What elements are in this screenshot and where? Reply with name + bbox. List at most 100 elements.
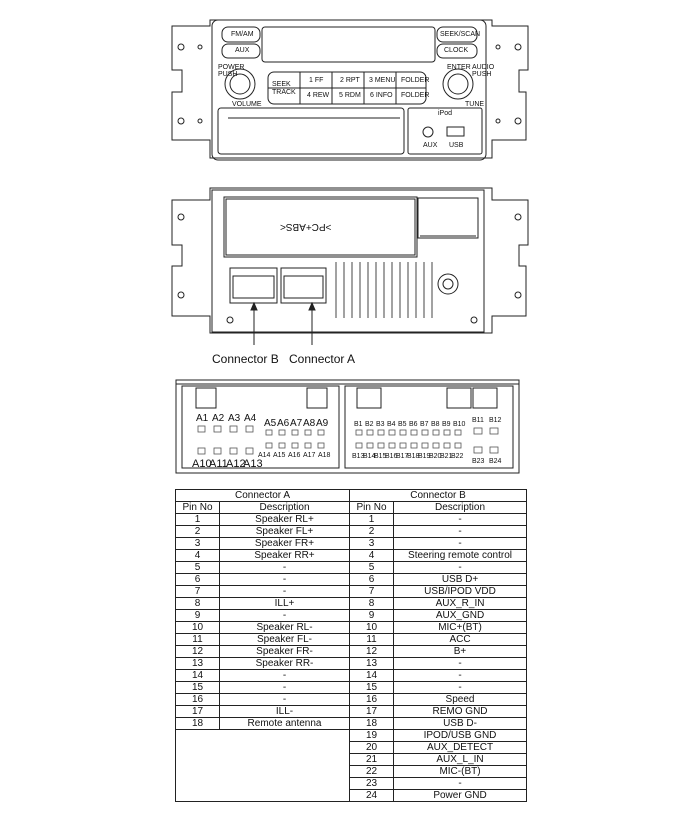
pin-label: B24 bbox=[489, 458, 502, 465]
connector-b-pin-no: 24 bbox=[349, 789, 395, 802]
description-header: Description bbox=[218, 501, 351, 514]
aux-button[interactable]: AUX bbox=[235, 47, 250, 54]
connector-b-housing bbox=[229, 267, 278, 304]
connector-a-pin-no: 10 bbox=[175, 621, 220, 634]
connector-a-pin-no: 4 bbox=[175, 549, 220, 562]
pin-label: B16 bbox=[385, 453, 398, 460]
pin-label: A15 bbox=[273, 452, 286, 459]
clock-button[interactable]: CLOCK bbox=[444, 47, 469, 54]
connector-a-pin-no: 12 bbox=[175, 645, 220, 658]
pin-label: B11 bbox=[472, 417, 484, 424]
connector-a-pin-no: 6 bbox=[175, 573, 220, 586]
preset-1-button[interactable]: 1 FF bbox=[309, 77, 324, 84]
connector-a-description: - bbox=[218, 609, 351, 622]
preset-2-button[interactable]: 2 RPT bbox=[340, 77, 360, 84]
seek-scan-button[interactable]: SEEK/SCAN bbox=[440, 31, 481, 38]
pin-label: B8 bbox=[431, 421, 440, 428]
pin-no-header: Pin No bbox=[349, 501, 395, 514]
fm-am-button[interactable]: FM/AM bbox=[231, 31, 254, 38]
pin-label: B6 bbox=[409, 421, 418, 428]
connector-b-pin-no: 11 bbox=[349, 633, 395, 646]
pin-label: B14 bbox=[363, 453, 376, 460]
connector-a-pin-no: 16 bbox=[175, 693, 220, 706]
connector-a-description: Speaker RL+ bbox=[218, 513, 351, 526]
pin-label: A3 bbox=[228, 413, 241, 424]
connector-a-pin-no: 14 bbox=[175, 669, 220, 682]
pin-label: B12 bbox=[489, 417, 502, 424]
connector-b-pin-no: 8 bbox=[349, 597, 395, 610]
tune-knob bbox=[442, 68, 474, 100]
preset-6-button[interactable]: 6 INFO bbox=[370, 92, 393, 99]
connector-b-pin-no: 12 bbox=[349, 645, 395, 658]
antenna-socket bbox=[437, 273, 459, 295]
folder-up-button[interactable]: FOLDER bbox=[401, 77, 430, 84]
connector-b-description: - bbox=[393, 525, 528, 538]
connector-b-pin-no: 7 bbox=[349, 585, 395, 598]
connector-a-description: Speaker FR+ bbox=[218, 537, 351, 550]
back-bracket bbox=[171, 187, 529, 334]
pin-label: B15 bbox=[374, 453, 387, 460]
pin-label: B9 bbox=[442, 421, 451, 428]
pin-label: A14 bbox=[258, 452, 271, 459]
connector-b-description: AUX_L_IN bbox=[393, 753, 528, 766]
connector-b-description: - bbox=[393, 777, 528, 790]
tune-label: TUNE bbox=[465, 101, 485, 108]
connector-a-description: Speaker FL+ bbox=[218, 525, 351, 538]
pin-label: A12 bbox=[226, 458, 246, 470]
front-bracket bbox=[171, 19, 529, 159]
pin-label: A18 bbox=[318, 452, 331, 459]
pin-label: A1 bbox=[196, 413, 209, 424]
connector-a-description: - bbox=[218, 585, 351, 598]
connector-b-description: AUX_DETECT bbox=[393, 741, 528, 754]
pin-no-header: Pin No bbox=[175, 501, 220, 514]
table-row: 14-14- bbox=[175, 669, 528, 682]
pin-label: B21 bbox=[440, 453, 453, 460]
connector-b-pin-no: 17 bbox=[349, 705, 395, 718]
connector-b-pin-no: 19 bbox=[349, 729, 395, 742]
connector-a-description: Remote antenna bbox=[218, 717, 351, 730]
pin-label: B17 bbox=[396, 453, 409, 460]
preset-3-button[interactable]: 3 MENU bbox=[369, 77, 396, 84]
connector-b-description: Steering remote control bbox=[393, 549, 528, 562]
pin-label: B19 bbox=[418, 453, 431, 460]
connector-a-description: Speaker RR- bbox=[218, 657, 351, 670]
pin-label: A8 bbox=[303, 418, 316, 429]
connector-b-pin-no: 15 bbox=[349, 681, 395, 694]
connector-b-description: AUX_R_IN bbox=[393, 597, 528, 610]
connector-b-pin-no: 6 bbox=[349, 573, 395, 586]
connector-a-description: Speaker RL- bbox=[218, 621, 351, 634]
connector-a-header: Connector A bbox=[174, 489, 351, 502]
aux-jack-drawing bbox=[422, 126, 434, 138]
connector-b-pin-no: 2 bbox=[349, 525, 395, 538]
connector-b-header: Connector B bbox=[349, 489, 528, 502]
connector-b-pin-no: 3 bbox=[349, 537, 395, 550]
preset-4-button[interactable]: 4 REW bbox=[307, 92, 330, 99]
ipod-label: iPod bbox=[438, 110, 453, 117]
back-panel-marking: >PC+ABS< bbox=[280, 221, 332, 232]
seek-track-button[interactable]: SEEK TRACK bbox=[272, 81, 296, 96]
table-subheader-row: Pin No Description Pin No Description bbox=[175, 501, 528, 514]
connector-b-description: - bbox=[393, 681, 528, 694]
folder-down-button[interactable]: FOLDER bbox=[401, 92, 430, 99]
connector-b-pin-no: 18 bbox=[349, 717, 395, 730]
pin-label: B20 bbox=[429, 453, 442, 460]
connector-b-description: Power GND bbox=[393, 789, 528, 802]
empty-cell bbox=[174, 729, 351, 802]
connector-a-pin-no: 2 bbox=[175, 525, 220, 538]
connector-a-description: - bbox=[218, 669, 351, 682]
pin-label: A10 bbox=[192, 458, 212, 470]
preset-5-button[interactable]: 5 RDM bbox=[339, 92, 361, 99]
connector-a-description: - bbox=[218, 693, 351, 706]
connector-a-pin-no: 9 bbox=[175, 609, 220, 622]
